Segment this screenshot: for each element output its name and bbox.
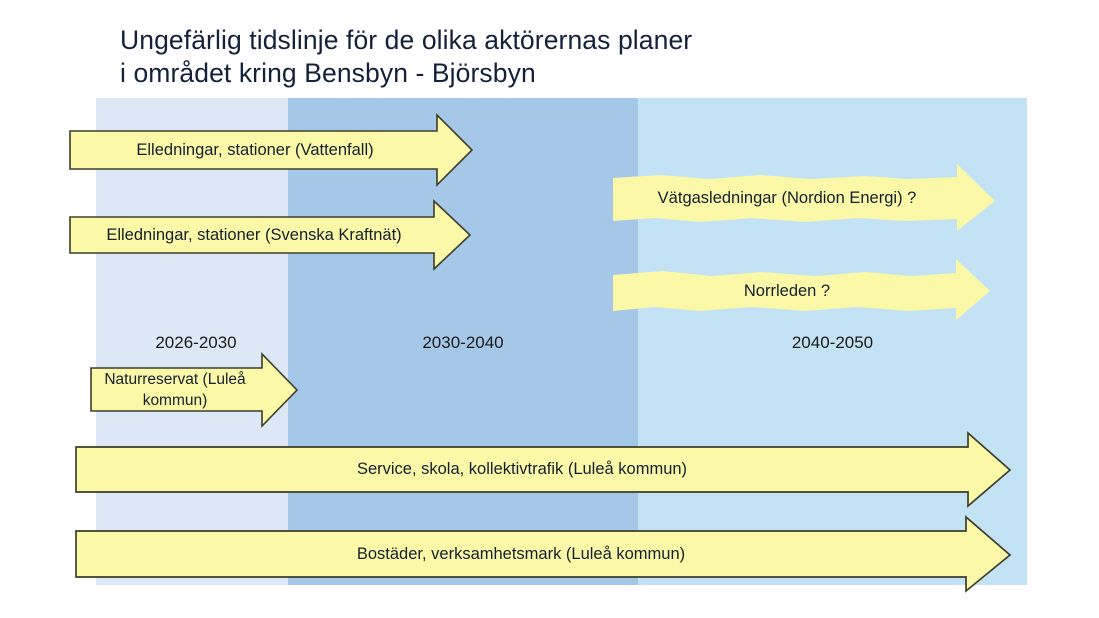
timeline-band-2026-2030 [96,98,288,585]
arrow-shape-vatgasledningar-nordion-energi[interactable] [613,164,995,231]
arrow-shape-elledningar-svenska-kraftnat[interactable] [69,199,472,271]
period-label-2030-2040: 2030-2040 [422,333,504,352]
period-label-2026-2030: 2026-2030 [155,333,237,352]
page-title: Ungefärlig tidslinje för de olika aktöre… [120,25,693,88]
arrow-shape-service-skola-kollektivtrafik[interactable] [75,431,1012,508]
arrow-shape-norrleden[interactable] [613,259,990,320]
period-label-2040-2050: 2040-2050 [791,333,874,352]
arrow-shape-elledningar-vattenfall[interactable] [69,113,474,187]
timeline-band-2030-2040 [288,98,638,585]
arrow-shape-naturreservat-lulea-kommun[interactable] [90,352,299,428]
arrow-shape-bostader-verksamhetsmark[interactable] [75,515,1012,593]
